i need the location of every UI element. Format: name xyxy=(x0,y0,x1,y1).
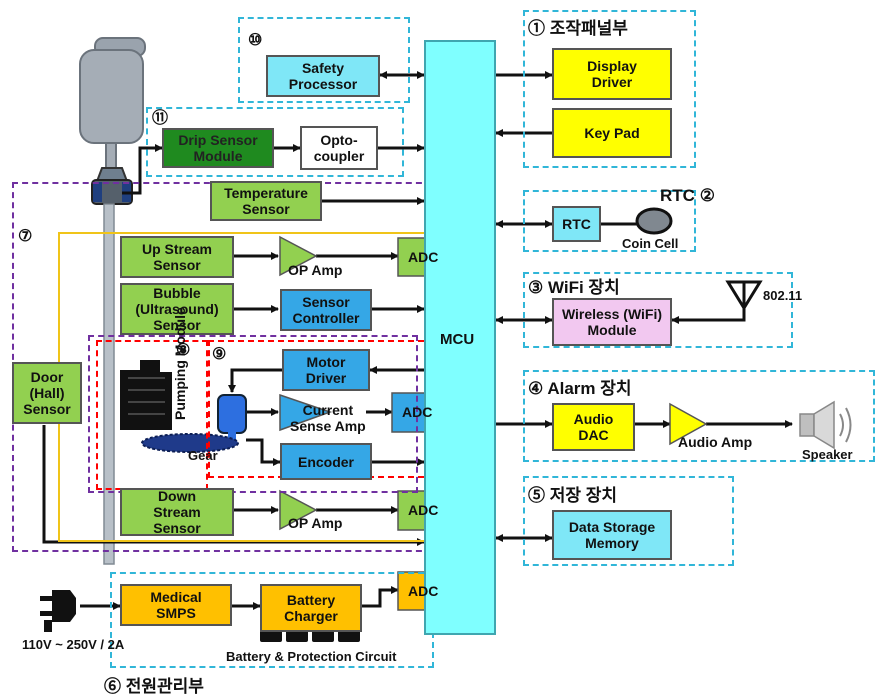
power-plug-icon xyxy=(40,590,76,632)
safety-processor-block: Safety Processor xyxy=(266,55,380,97)
battery-cells-icon xyxy=(260,630,360,642)
rtc-block: RTC xyxy=(552,206,601,242)
op-amp-2-triangle xyxy=(279,489,318,531)
op-amp-1-label: OP Amp xyxy=(288,262,343,278)
wifi-module-block: Wireless (WiFi) Module xyxy=(552,298,672,346)
drip-group xyxy=(146,107,404,177)
down-stream-sensor-block: Down Stream Sensor xyxy=(120,488,234,536)
op-amp-2-label: OP Amp xyxy=(288,515,343,531)
antenna-label: 802.11 xyxy=(763,288,803,303)
sensor-controller-block: Sensor Controller xyxy=(280,289,372,331)
current-sense-amp-triangle xyxy=(279,393,333,432)
door-sensor-block: Door (Hall) Sensor xyxy=(12,362,82,424)
wifi-group xyxy=(523,272,793,348)
speaker-label: Speaker xyxy=(802,447,853,462)
motor-icon xyxy=(217,394,247,442)
adc-1-label: ADC xyxy=(408,249,439,265)
section-3-number: ③ xyxy=(528,278,544,297)
motor-group-outline xyxy=(96,340,208,490)
display-driver-block: Display Driver xyxy=(552,48,672,100)
section-5-number: ⑤ xyxy=(528,486,545,505)
coin-cell-label: Coin Cell xyxy=(622,236,679,251)
gear-label: Gear xyxy=(188,448,218,463)
motor-driver-block: Motor Driver xyxy=(282,349,370,391)
data-storage-block: Data Storage Memory xyxy=(552,510,672,560)
voltage-label: 110V ~ 250V / 2A xyxy=(22,637,125,652)
section-2-title: RTC xyxy=(660,186,695,205)
section-3-title: WiFi 장치 xyxy=(547,278,620,297)
alarm-group xyxy=(523,370,875,462)
bubble-sensor-block: Bubble (Ultrasound) Sensor xyxy=(120,283,234,335)
iv-tube-icon xyxy=(103,203,115,565)
medical-smps-block: Medical SMPS xyxy=(120,584,232,626)
current-sense-amp-label: Current Sense Amp xyxy=(290,402,366,434)
adc-3-label: ADC xyxy=(408,502,439,518)
battery-protection-label: Battery & Protection Circuit xyxy=(226,649,397,664)
pump-mechanism-icon xyxy=(120,360,172,430)
key-pad-block: Key Pad xyxy=(552,108,672,158)
up-stream-sensor-block: Up Stream Sensor xyxy=(120,236,234,278)
pumping-module-group xyxy=(88,335,418,493)
audio-dac-block: Audio DAC xyxy=(552,403,635,451)
antenna-icon xyxy=(725,280,763,320)
rtc-group xyxy=(523,190,696,252)
mcu-label: MCU xyxy=(440,331,475,348)
encoder-block: Encoder xyxy=(280,443,372,480)
section-10-number: ⑩ xyxy=(248,32,263,49)
control-panel-group xyxy=(523,10,696,168)
section-3-header: ③ WiFi 장치 xyxy=(528,273,620,298)
section-4-number: ④ xyxy=(528,379,544,398)
section-11-number: ⑪ xyxy=(152,110,169,127)
audio-amp-triangle xyxy=(669,402,708,446)
section-5-header: ⑤ 저장 장치 xyxy=(528,481,617,506)
iv-bag-icon xyxy=(79,37,146,169)
op-amp-1-triangle xyxy=(279,235,318,277)
section-8-number: ⑧ xyxy=(176,342,191,359)
opto-coupler-block: Opto- coupler xyxy=(300,126,378,170)
section-6-title: 전원관리부 xyxy=(125,677,204,696)
drip-sensor-block: Drip Sensor Module xyxy=(162,128,274,168)
coin-cell-icon xyxy=(635,207,673,235)
section-1-title: 조작패널부 xyxy=(549,19,628,38)
audio-amp-label: Audio Amp xyxy=(678,434,753,450)
battery-charger-block: Battery Charger xyxy=(260,584,362,632)
section-6-header: ⑥ 전원관리부 xyxy=(104,672,204,697)
section-2-header: RTC ② xyxy=(660,186,715,206)
adc-2-label: ADC xyxy=(402,404,433,420)
storage-group xyxy=(523,476,734,566)
section-7-number: ⑦ xyxy=(18,228,33,245)
section-1-header: ① 조작패널부 xyxy=(528,14,628,39)
section-4-title: Alarm 장치 xyxy=(547,379,632,398)
gear-icon xyxy=(141,433,239,453)
section-6-number: ⑥ xyxy=(104,677,121,696)
section-4-header: ④ Alarm 장치 xyxy=(528,374,632,399)
pumping-module-label: Pumping Module xyxy=(172,307,188,420)
temperature-sensor-block: Temperature Sensor xyxy=(210,181,322,221)
speaker-icon xyxy=(799,400,852,450)
section-5-title: 저장 장치 xyxy=(549,486,618,505)
safety-group xyxy=(238,17,410,103)
section-2-number: ② xyxy=(699,186,715,205)
adc-4-label: ADC xyxy=(408,583,439,599)
section-1-number: ① xyxy=(528,19,545,38)
section-9-number: ⑨ xyxy=(212,346,227,363)
mcu-block xyxy=(424,40,496,635)
